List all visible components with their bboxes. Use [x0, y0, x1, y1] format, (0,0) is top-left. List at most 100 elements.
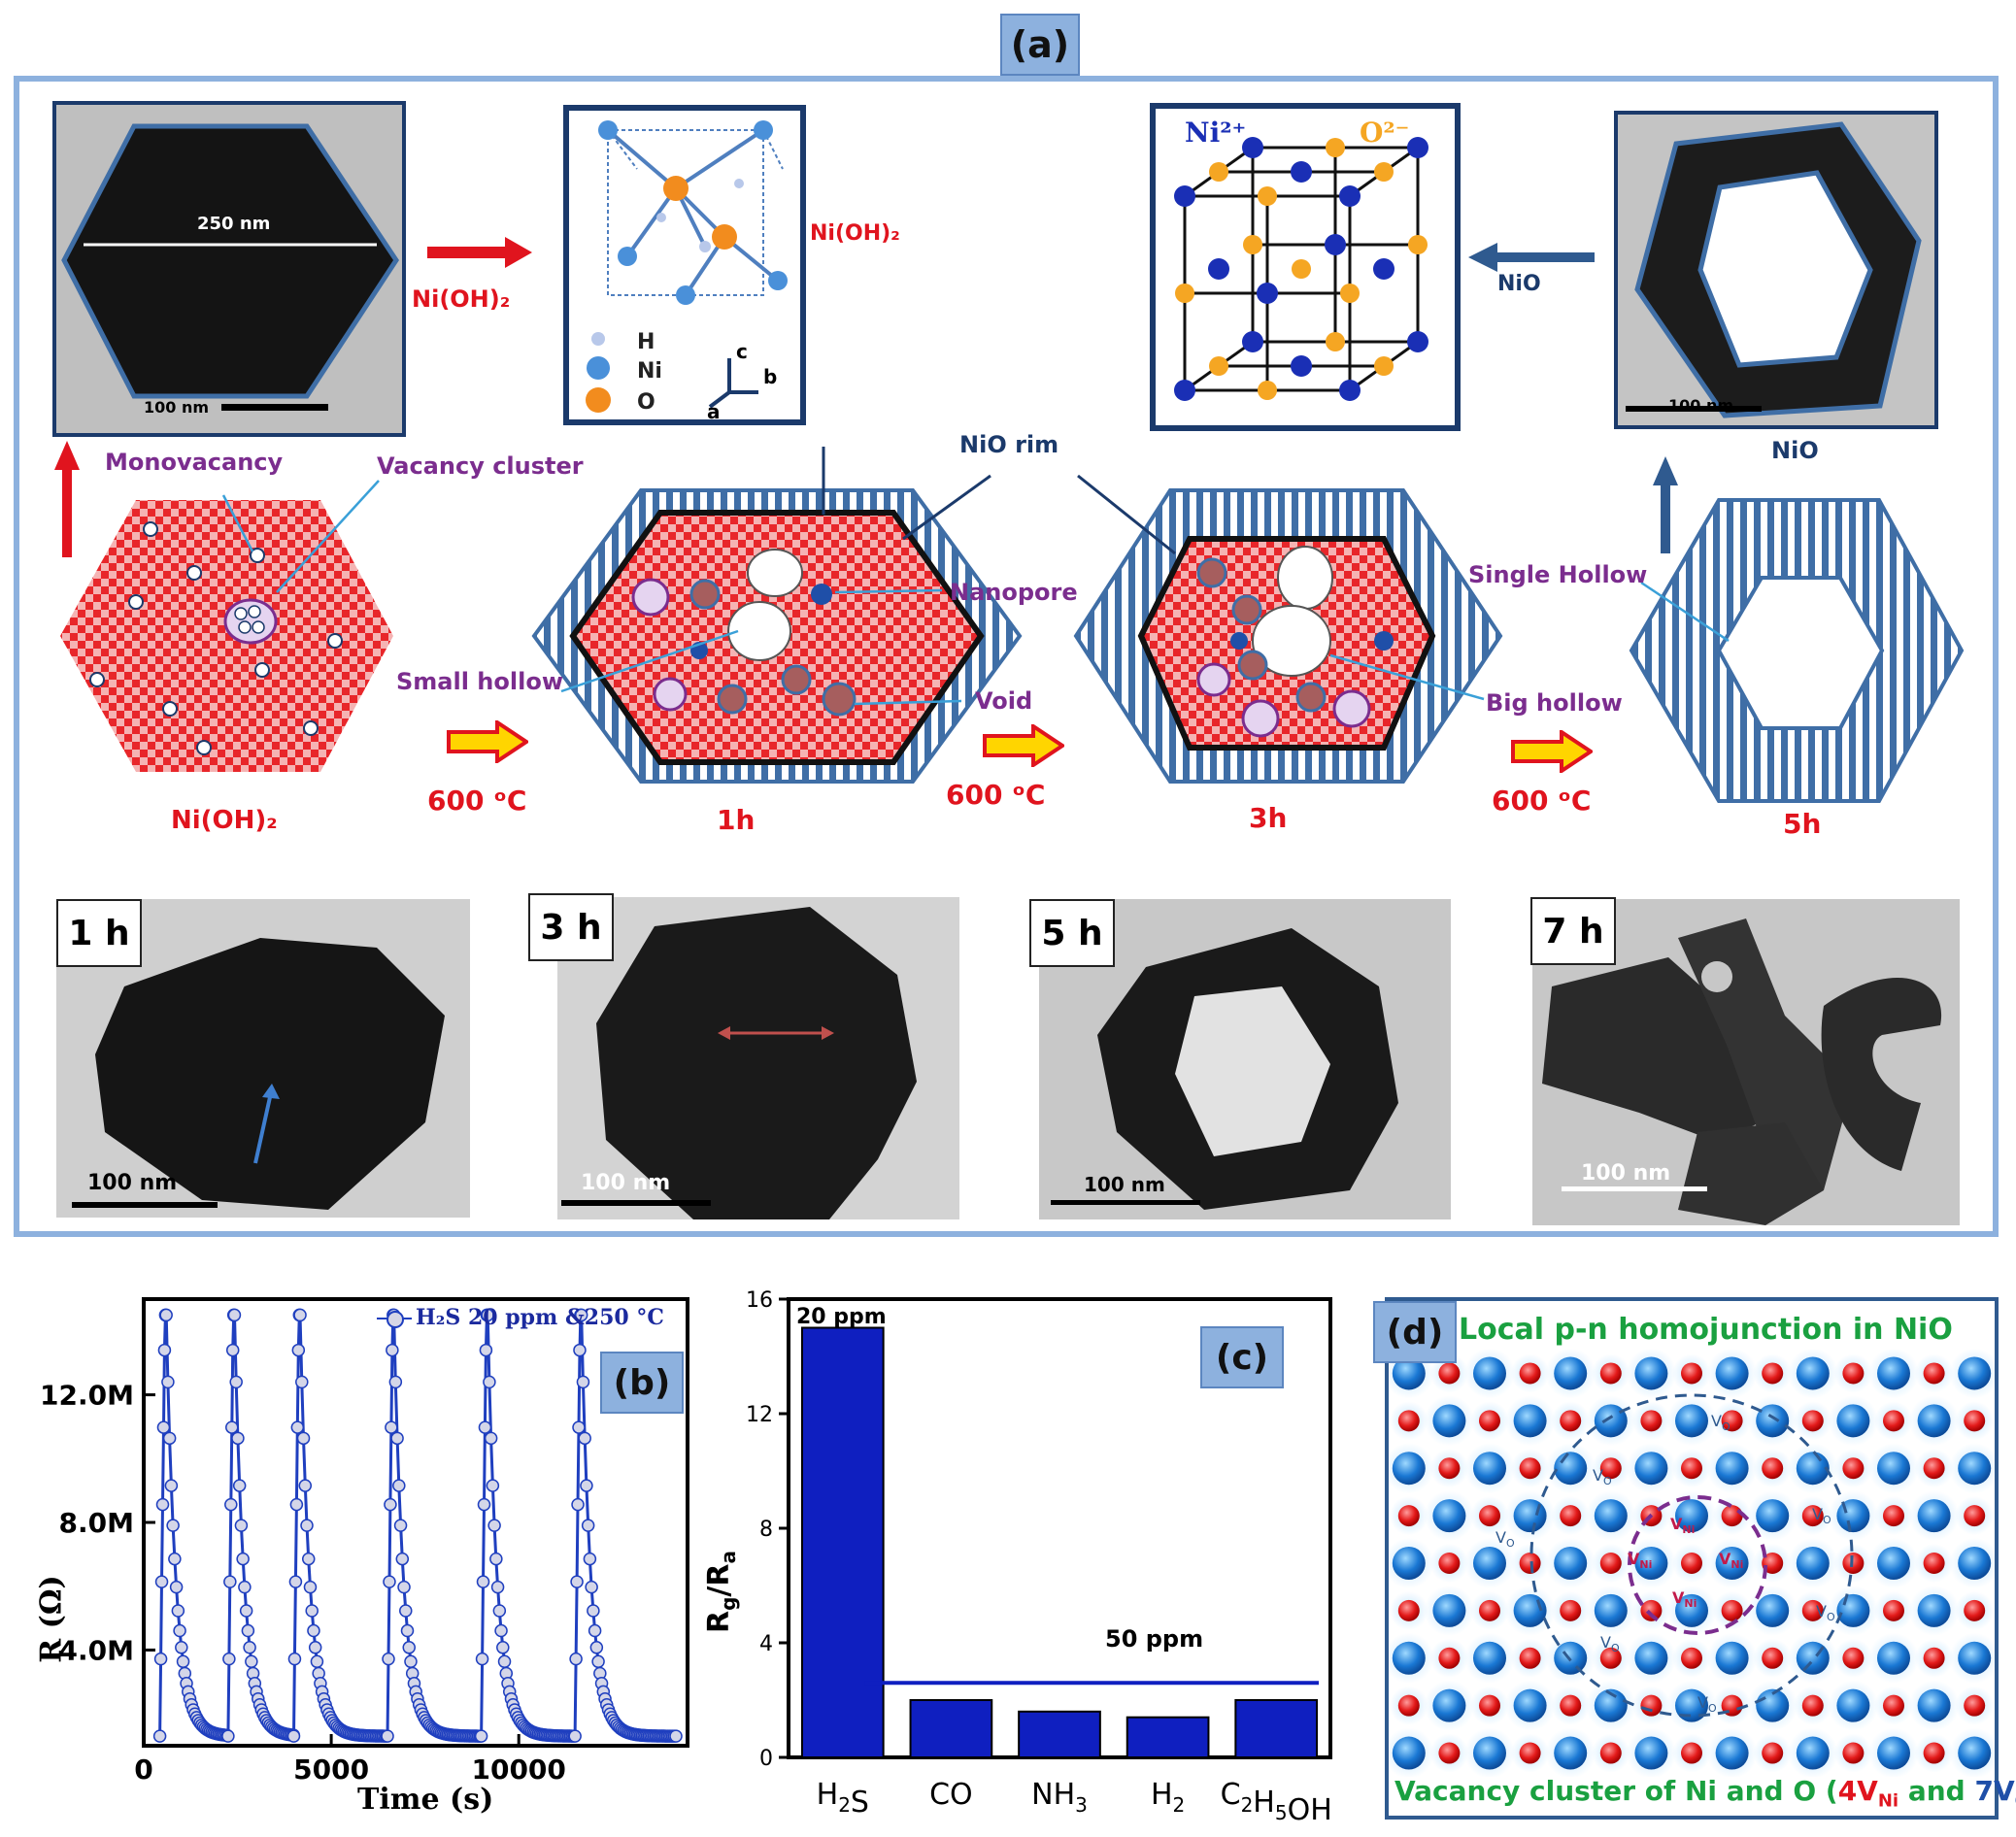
chart-b-xtick-label: 0 [134, 1754, 152, 1786]
chart-b-point [295, 1375, 309, 1389]
o-atom [1599, 1553, 1622, 1574]
axis-b: b [763, 365, 778, 388]
tem-top-right-scalebar: 100 nm [1668, 396, 1734, 415]
o-atom [1923, 1742, 1945, 1764]
o-atom [1519, 1362, 1541, 1385]
red-arrow-up [54, 441, 80, 557]
ni-atom [1513, 1688, 1547, 1722]
chart-b-point [585, 1580, 598, 1594]
ni-atom [1473, 1736, 1506, 1770]
tem-top-left-image [61, 123, 399, 411]
label-nanopore: Nanopore [950, 579, 1078, 606]
chart-b-point [305, 1604, 319, 1618]
chart-b-point [568, 1729, 582, 1743]
chart-b-point [484, 1431, 498, 1446]
chart-c-ylabel-mid: /R [702, 1563, 736, 1597]
o-atom [1681, 1457, 1702, 1480]
panel-c-tag: (c) [1200, 1326, 1284, 1388]
chart-b-point [293, 1308, 307, 1322]
chart-b-point [569, 1652, 583, 1666]
chart-b-point [168, 1552, 182, 1566]
o-atom [1519, 1553, 1541, 1574]
chart-b-point [570, 1575, 584, 1588]
o-atom [1599, 1647, 1622, 1669]
o-atom [1801, 1599, 1824, 1621]
chart-c-xtick-label: H2 [1151, 1778, 1185, 1817]
chart-c-ylabel-a: a [717, 1551, 740, 1564]
o-atom [1438, 1362, 1461, 1385]
crystal-nio-structure [1174, 137, 1428, 401]
chart-b-point [175, 1641, 188, 1654]
panel-d-caption-ni-sub: Ni [1877, 1790, 1899, 1812]
chart-b-point [580, 1479, 593, 1492]
label-big-hollow: Big hollow [1486, 689, 1623, 717]
label-vacancy-cluster: Vacancy cluster [377, 452, 584, 480]
chart-b-point [497, 1654, 512, 1669]
o-atom [1801, 1410, 1824, 1432]
chart-c-ytick-label: 8 [759, 1518, 773, 1542]
chart-b-point [390, 1431, 404, 1446]
ni-atom [1958, 1736, 1992, 1770]
ni-atom [1715, 1736, 1749, 1770]
chart-b-point [166, 1519, 180, 1532]
chart-b-point [383, 1575, 396, 1588]
vac-o-label-2: VO [1593, 1466, 1612, 1488]
vac-o-label-6: VO [1600, 1633, 1620, 1655]
ni-atom [1634, 1736, 1668, 1770]
yellow-arrow-2 [983, 724, 1064, 767]
ni-atom [1877, 1547, 1910, 1580]
o-atom [1762, 1647, 1784, 1669]
o-atom [1640, 1410, 1663, 1432]
chart-c-xtick-label: H2S [817, 1778, 869, 1820]
chart-b-point [574, 1308, 588, 1322]
o-atom [1681, 1362, 1702, 1385]
chart-b-point [572, 1420, 586, 1434]
chart-b-point [176, 1654, 190, 1669]
ni-atom [1917, 1593, 1951, 1627]
chart-b-point [286, 1729, 301, 1743]
ni-atom [1392, 1736, 1426, 1770]
chart-b-series [152, 1308, 683, 1743]
ni-atom [1756, 1593, 1790, 1627]
chart-b-point [157, 1343, 172, 1357]
panel-d-caption-ni: 4V [1837, 1775, 1878, 1807]
ni-atom [1432, 1688, 1466, 1722]
red-arrow-right [427, 237, 532, 268]
temp-label-2: 600 ᵒC [946, 779, 1046, 811]
chart-b-point [300, 1519, 314, 1532]
chart-b-point [381, 1729, 394, 1743]
tem-1h-image [72, 938, 445, 1210]
chart-b-point [489, 1552, 503, 1566]
chart-c-ytick-label: 12 [746, 1403, 773, 1427]
chart-b-point [393, 1519, 408, 1532]
chart-b-point [241, 1623, 255, 1638]
o-atom [1438, 1553, 1461, 1574]
o-atom [1640, 1694, 1663, 1717]
chart-c-bar [1234, 1699, 1319, 1758]
chart-c-annot-50ppm: 50 ppm [1105, 1625, 1204, 1653]
o-atom [1640, 1599, 1663, 1621]
chart-b-point [669, 1729, 683, 1743]
ni-atom [1796, 1547, 1830, 1580]
vac-o-label-5: VO [1816, 1602, 1835, 1624]
chart-b-point [301, 1552, 316, 1566]
chart-b-point [481, 1308, 494, 1322]
chart-b-legend: H₂S 20 ppm &250 °C [377, 1305, 664, 1330]
ni-atom [1796, 1641, 1830, 1675]
panel-d-caption-and: and [1898, 1775, 1975, 1807]
chart-c-xtick-label: CO [929, 1778, 973, 1812]
chart-b-point [397, 1580, 411, 1594]
chart-b-point [475, 1652, 489, 1666]
chart-b-point [153, 1652, 168, 1666]
label-nio-rim: NiO rim [959, 431, 1059, 458]
o-atom [1599, 1362, 1622, 1385]
chart-b-point [474, 1729, 488, 1743]
o-atom [1842, 1647, 1865, 1669]
chart-b-point [400, 1623, 415, 1638]
tem-7h-scalebar: 100 nm [1581, 1161, 1671, 1186]
o-atom [1721, 1599, 1743, 1621]
chart-b-point [173, 1623, 186, 1638]
ni-atom [1958, 1356, 1992, 1390]
ni-atom [1715, 1641, 1749, 1675]
